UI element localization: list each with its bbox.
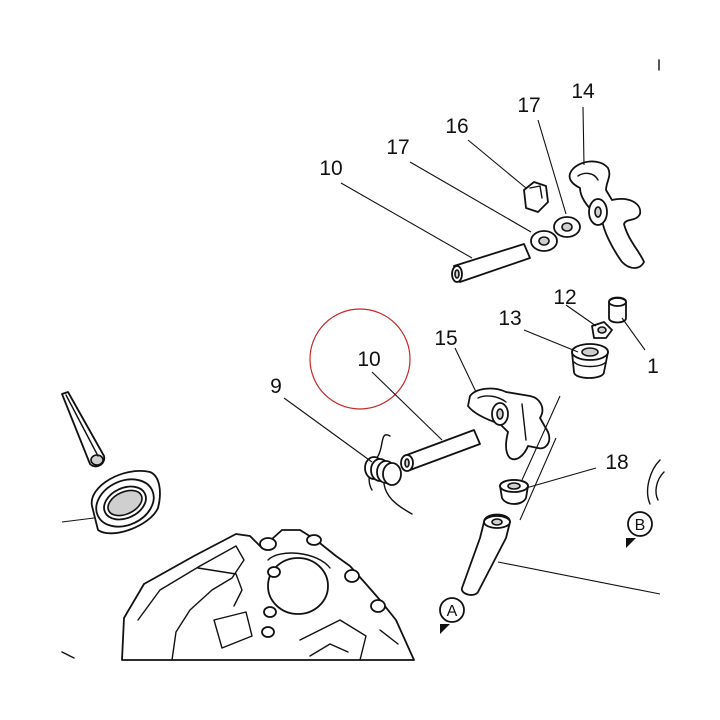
shaft-part-10-lower	[400, 429, 481, 472]
leader-13	[523, 329, 579, 353]
leader-15	[454, 347, 477, 393]
leader-18	[525, 467, 597, 489]
bushing-part-13	[571, 343, 609, 379]
rocker-arm-part-14	[568, 160, 645, 269]
partial-part-right	[646, 459, 665, 505]
callout-14: 14	[571, 80, 595, 103]
washer-part-17-left	[530, 230, 558, 252]
leader-17-right	[537, 119, 567, 215]
washer-part-17-right	[553, 216, 581, 238]
boot-part-18	[499, 479, 529, 505]
oil-seal-part	[91, 470, 161, 535]
leader-16	[467, 139, 527, 189]
view-reference-a: A	[439, 597, 465, 634]
callout-16: 16	[445, 115, 468, 138]
callout-10-lower: 10	[357, 348, 380, 371]
cap-part-1	[608, 296, 627, 324]
callout-12: 12	[553, 286, 576, 309]
leader-12	[565, 304, 597, 327]
ref-b-arrow	[626, 538, 636, 548]
leader-1	[621, 317, 646, 351]
leader-oil-seal	[61, 517, 95, 523]
callout-15: 15	[434, 327, 457, 350]
centerline-plunger	[519, 437, 557, 521]
rod-part	[61, 391, 106, 468]
nut-part-16	[523, 181, 549, 213]
ref-a-arrow	[440, 624, 450, 634]
ref-a-text: A	[447, 603, 458, 620]
leader-10-upper	[340, 182, 473, 259]
callout-17-right: 17	[517, 94, 540, 117]
leader-14	[582, 106, 585, 166]
callout-18: 18	[605, 451, 628, 474]
callout-9: 9	[270, 375, 282, 398]
highlight-circle	[309, 308, 411, 410]
clip-part-12	[591, 321, 613, 339]
view-reference-b: B	[626, 511, 653, 548]
callout-1: 1	[647, 355, 659, 378]
ref-b-text: B	[635, 517, 646, 534]
centerline-lever-to-boot	[521, 395, 561, 481]
callout-17-left: 17	[386, 136, 409, 159]
leader-10-lower	[371, 371, 443, 441]
leader-plunger	[497, 561, 661, 595]
housing-casting	[61, 529, 415, 661]
callout-10-upper: 10	[319, 157, 342, 180]
callout-13: 13	[498, 307, 521, 330]
plunger-part	[461, 513, 511, 596]
leader-17-left	[409, 161, 532, 233]
shift-lever-part-15	[467, 387, 551, 461]
leader-9	[283, 397, 373, 463]
spring-part-9	[364, 434, 413, 515]
shaft-part-10-upper	[451, 243, 531, 283]
